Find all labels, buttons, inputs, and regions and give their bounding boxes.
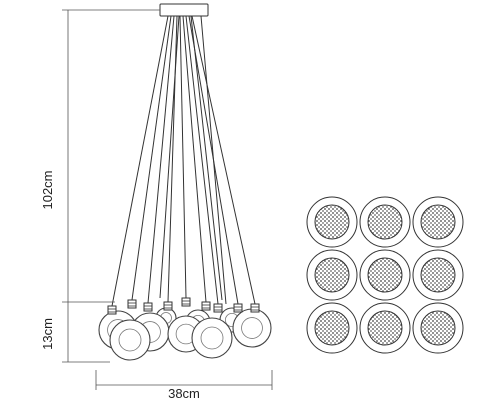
- cable: [200, 15, 227, 305]
- bottom-view-globe: [412, 249, 464, 301]
- bottom-view-grid: [306, 196, 464, 354]
- bulb-cap: [233, 303, 243, 313]
- cable: [159, 15, 180, 299]
- cable: [147, 15, 175, 304]
- bulb-cap: [250, 303, 260, 313]
- bottom-view-globe: [412, 196, 464, 248]
- bottom-view-globe: [359, 302, 411, 354]
- bulb-cap: [107, 305, 117, 315]
- bulb-cap: [143, 302, 153, 312]
- globe: [232, 308, 272, 348]
- dimension-width: 38cm: [95, 370, 273, 400]
- bottom-view-globe: [306, 196, 358, 248]
- bottom-view-globe: [412, 302, 464, 354]
- dimension-cable-length: 102cm: [40, 9, 160, 303]
- ceiling-canopy: [159, 3, 209, 17]
- globe-height-label: 13cm: [40, 318, 55, 350]
- width-label: 38cm: [168, 386, 200, 400]
- cable-length-label: 102cm: [40, 170, 55, 209]
- bulb-cap: [181, 297, 191, 307]
- cable: [131, 15, 172, 301]
- bulb-cap: [213, 303, 223, 313]
- suspension-cables: [111, 15, 256, 307]
- cable: [111, 15, 169, 307]
- bulb-cap: [201, 301, 211, 311]
- cable: [190, 15, 223, 301]
- cable: [179, 15, 187, 299]
- bulb-cap: [163, 301, 173, 311]
- pendant-globes: [98, 297, 272, 361]
- globe: [191, 317, 233, 359]
- bottom-view-globe: [306, 302, 358, 354]
- cable: [191, 15, 256, 305]
- globe: [109, 319, 151, 361]
- dimension-globe-height: 13cm: [40, 302, 110, 363]
- bottom-view-globe: [359, 249, 411, 301]
- bottom-view-globe: [359, 196, 411, 248]
- cable: [182, 15, 207, 303]
- cable: [185, 15, 219, 305]
- bulb-cap: [127, 299, 137, 309]
- bottom-view-globe: [306, 249, 358, 301]
